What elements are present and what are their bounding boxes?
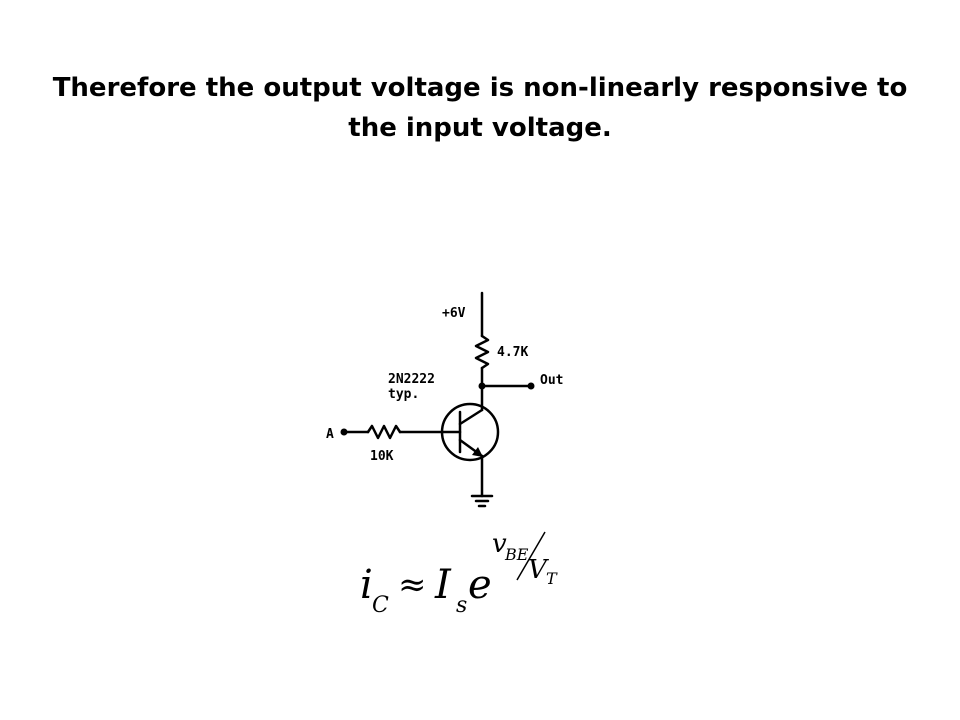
input-label: A — [326, 427, 334, 442]
collector-resistor-symbol — [474, 334, 490, 370]
title-line-1: Therefore the output voltage is non-line… — [52, 73, 908, 103]
eq-coefficient: I — [434, 562, 452, 608]
transistor-collector-leg — [458, 408, 484, 426]
eq-exponent-denominator: V — [528, 555, 549, 585]
slide-title: Therefore the output voltage is non-line… — [20, 68, 940, 148]
base-resistor-symbol — [366, 424, 402, 440]
eq-exponential-base: e — [468, 562, 492, 608]
transistor-part-label: 2N2222 — [388, 372, 435, 387]
collector-resistor-label: 4.7K — [497, 345, 528, 360]
base-resistor-label: 10K — [370, 449, 394, 464]
input-terminal-dot — [340, 428, 348, 436]
output-terminal-dot — [527, 382, 535, 390]
emitter-arrow-icon — [472, 447, 483, 457]
transistor-note-label: typ. — [388, 387, 419, 402]
eq-exponent-denominator-subscript: T — [546, 569, 558, 588]
eq-exponent-numerator-subscript: BE — [504, 545, 529, 564]
eq-exponent-numerator: v — [492, 529, 507, 559]
eq-coefficient-subscript: s — [456, 593, 467, 618]
supply-voltage-label: +6V — [442, 306, 466, 321]
title-line-2: the input voltage. — [348, 113, 612, 143]
eq-exponent-fraction-slash — [516, 531, 546, 581]
eq-approx-symbol: ≈ — [398, 565, 427, 605]
eq-lhs-variable: i — [360, 562, 373, 608]
eq-lhs-subscript: C — [372, 593, 389, 618]
output-node-dot — [478, 382, 486, 390]
output-label: Out — [540, 373, 563, 388]
